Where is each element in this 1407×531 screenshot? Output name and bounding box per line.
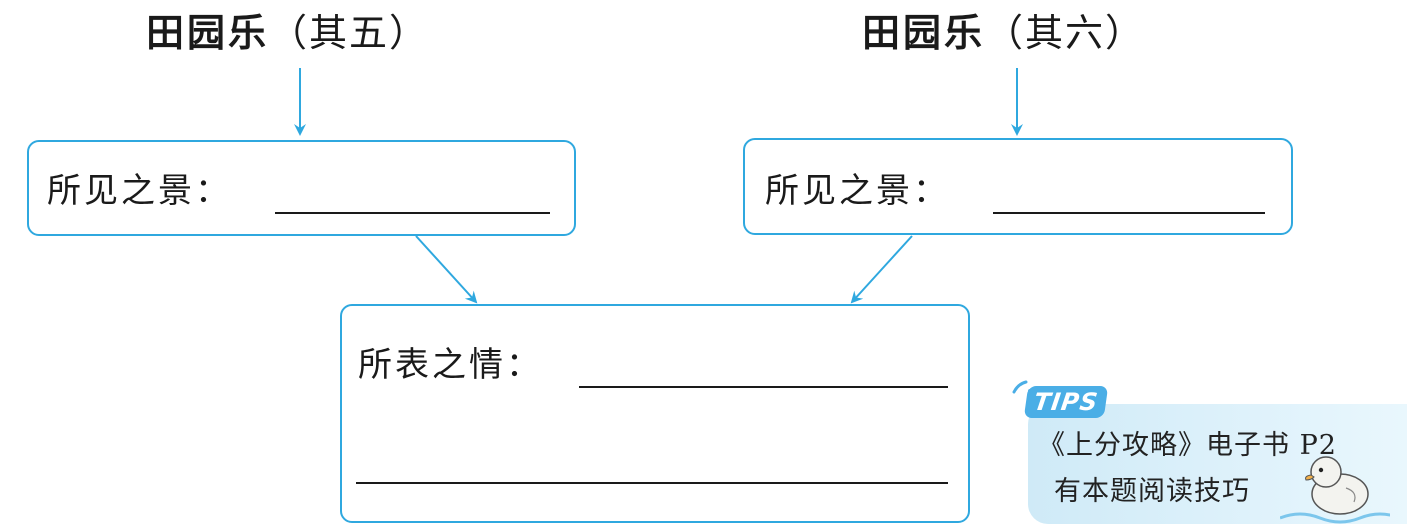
arrow-diagonal-icon — [850, 235, 913, 304]
right-poem-subtitle: 其六 — [1025, 11, 1106, 55]
emotion-label: 所表之情： — [358, 345, 543, 385]
tips-badge: TIPS — [1023, 386, 1109, 418]
right-scene-label: 所见之景： — [765, 171, 950, 211]
duck-icon — [1280, 456, 1390, 524]
tips-line-2: 有本题阅读技巧 — [1054, 476, 1250, 507]
left-poem-name: 田园乐 — [146, 11, 270, 55]
right-scene-answer-line[interactable] — [993, 212, 1265, 214]
tips-line-1: 《上分攻略》电子书 P2 — [1038, 430, 1337, 461]
left-poem-subtitle: 其五 — [309, 11, 390, 55]
right-scene-box: 所见之景： — [743, 138, 1293, 235]
emotion-answer-line-2[interactable] — [356, 482, 948, 484]
emotion-box: 所表之情： — [340, 304, 970, 523]
left-scene-label: 所见之景： — [47, 171, 232, 211]
emotion-answer-line-1[interactable] — [579, 386, 948, 388]
right-poem-title: 田园乐（其六） — [862, 11, 1146, 55]
left-scene-answer-line[interactable] — [275, 212, 550, 214]
left-poem-title: 田园乐（其五） — [146, 11, 430, 55]
right-poem-name: 田园乐 — [862, 11, 986, 55]
arrow-diagonal-icon — [415, 235, 478, 304]
tips-panel: TIPS 《上分攻略》电子书 P2 有本题阅读技巧 — [1010, 378, 1407, 531]
left-scene-box: 所见之景： — [27, 140, 576, 236]
